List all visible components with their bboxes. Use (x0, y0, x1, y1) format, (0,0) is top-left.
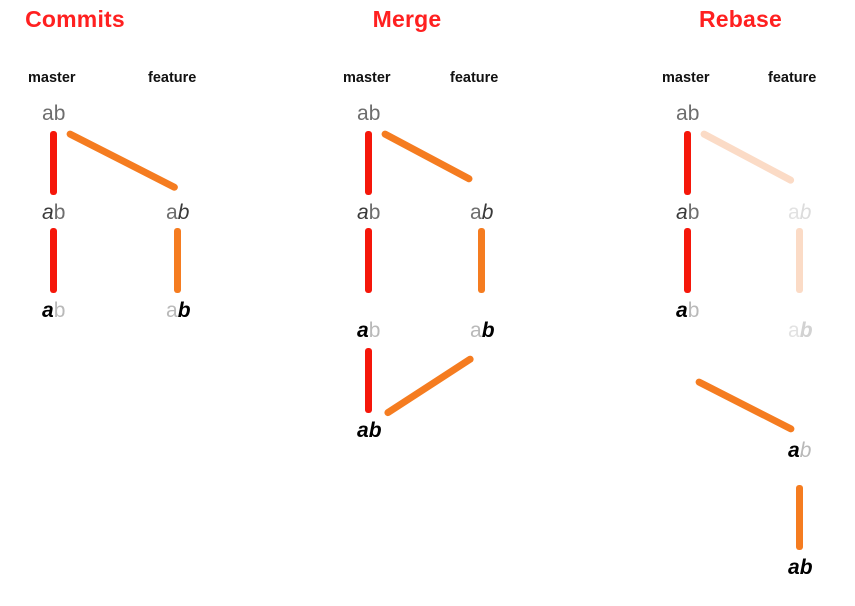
commit-node-master-1[interactable]: ab (676, 103, 699, 124)
commit-char: a (470, 319, 482, 342)
branch-header-master: master (343, 70, 391, 86)
edge-master-2 (50, 228, 57, 293)
commit-char: b (799, 439, 812, 462)
commit-node-feature-1[interactable]: ab (166, 202, 189, 223)
commit-node-master-2[interactable]: ab (42, 202, 65, 223)
branch-header-master: master (28, 70, 76, 86)
panel-commits: Commits master feature ab ab ab ab ab (0, 0, 300, 606)
edge-branch-diagonal-faded (699, 129, 796, 185)
commit-node-feature-faded-1[interactable]: ab (788, 202, 811, 223)
commit-char: a (788, 439, 800, 462)
commit-node-master-1[interactable]: ab (42, 103, 65, 124)
edge-master-1 (50, 131, 57, 195)
commit-node-master-2[interactable]: ab (357, 202, 380, 223)
panel-title-rebase: Rebase (698, 6, 783, 32)
panel-rebase: Rebase master feature ab ab ab ab ab ab … (610, 0, 855, 606)
commit-node-feature-2[interactable]: ab (166, 300, 191, 321)
commit-char: b (481, 201, 494, 224)
commit-char: b (687, 102, 700, 125)
branch-header-feature: feature (768, 70, 817, 86)
commit-char: a (788, 319, 800, 342)
commit-node-master-merge[interactable]: ab (357, 420, 382, 441)
commit-char: a (166, 201, 178, 224)
edge-master-2 (365, 228, 372, 293)
commit-char: a (676, 102, 688, 125)
commit-char: b (53, 102, 66, 125)
commit-char: b (799, 556, 813, 579)
commit-node-master-3[interactable]: ab (676, 300, 699, 321)
commit-char: b (368, 419, 382, 442)
commit-char: a (357, 319, 369, 342)
commit-char: a (42, 299, 54, 322)
panel-title-merge: Merge (372, 6, 442, 32)
commit-char: b (799, 319, 813, 342)
panel-merge: Merge master feature ab ab ab ab ab ab (300, 0, 610, 606)
commit-char: a (676, 299, 688, 322)
branch-header-feature: feature (450, 70, 499, 86)
commit-char: a (357, 102, 369, 125)
commit-node-feature-1[interactable]: ab (470, 202, 493, 223)
edge-branch-diagonal (380, 129, 474, 184)
commit-node-feature-rebased-2[interactable]: ab (788, 557, 813, 578)
commit-char: b (481, 319, 495, 342)
edge-master-2 (684, 228, 691, 293)
commit-char: a (788, 556, 800, 579)
edge-rebase-diagonal (694, 377, 796, 434)
commit-node-master-3[interactable]: ab (357, 320, 380, 341)
commit-char: b (53, 201, 66, 224)
commit-char: a (470, 201, 482, 224)
edge-branch-diagonal (65, 129, 180, 192)
commit-char: b (53, 299, 66, 322)
edge-feature-1 (174, 228, 181, 293)
branch-header-feature: feature (148, 70, 197, 86)
commit-char: b (177, 299, 191, 322)
commit-char: a (166, 299, 178, 322)
commit-char: b (368, 201, 381, 224)
commit-node-feature-rebased-1[interactable]: ab (788, 440, 811, 461)
commit-node-master-1[interactable]: ab (357, 103, 380, 124)
commit-char: a (42, 201, 54, 224)
commit-char: a (788, 201, 800, 224)
edge-merge-diagonal (383, 354, 475, 418)
edge-feature-1 (478, 228, 485, 293)
panel-title-commits: Commits (25, 6, 125, 32)
commit-char: b (368, 319, 381, 342)
commit-node-master-3[interactable]: ab (42, 300, 65, 321)
commit-char: a (357, 419, 369, 442)
edge-master-1 (684, 131, 691, 195)
commit-char: b (799, 201, 812, 224)
edge-master-1 (365, 131, 372, 195)
commit-char: a (676, 201, 688, 224)
commit-char: a (357, 201, 369, 224)
commit-char: b (687, 299, 700, 322)
commit-node-feature-faded-2[interactable]: ab (788, 320, 813, 341)
commit-node-master-2[interactable]: ab (676, 202, 699, 223)
commit-char: b (687, 201, 700, 224)
commit-char: b (368, 102, 381, 125)
commit-char: a (42, 102, 54, 125)
edge-master-3 (365, 348, 372, 413)
edge-feature-faded-1 (796, 228, 803, 293)
branch-header-master: master (662, 70, 710, 86)
commit-node-feature-2[interactable]: ab (470, 320, 495, 341)
commit-char: b (177, 201, 190, 224)
edge-feature-1 (796, 485, 803, 550)
